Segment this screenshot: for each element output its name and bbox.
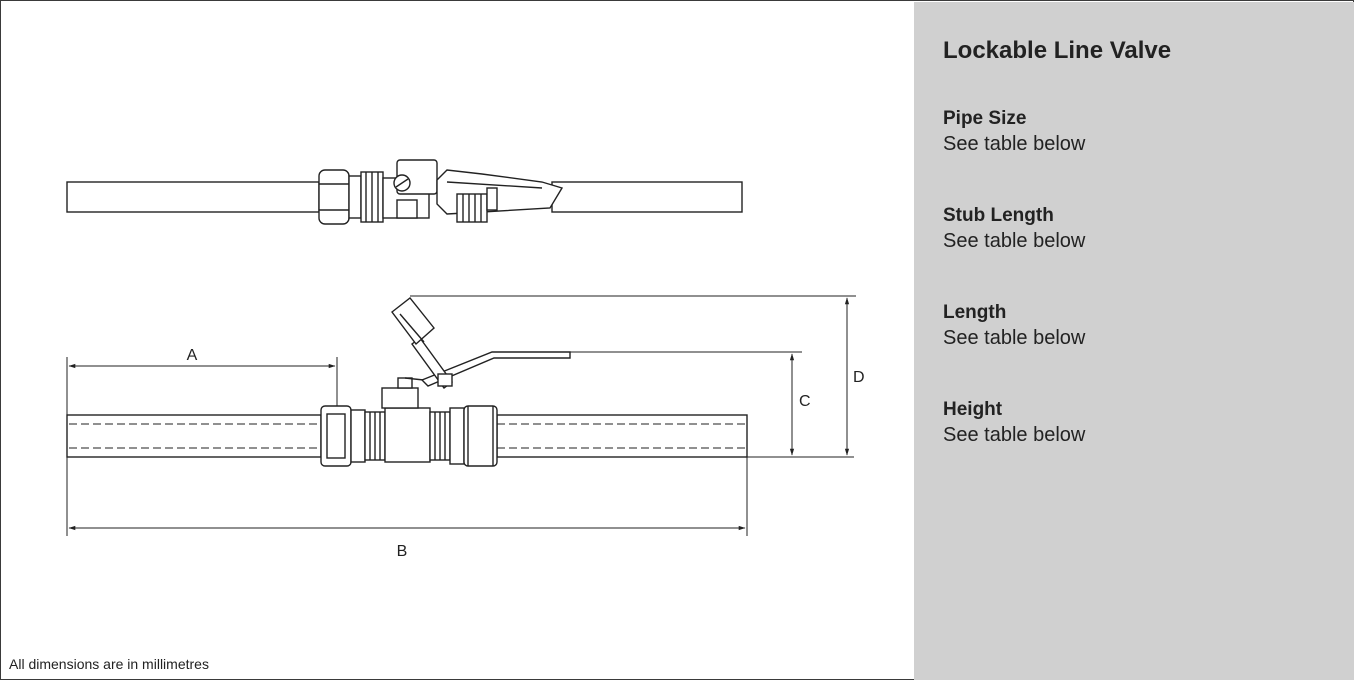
spec-value: See table below [943, 230, 1086, 252]
top-pipe-right [551, 181, 743, 213]
valve-drawing-svg: A B C D [66, 159, 865, 560]
side-pipe-right [496, 414, 748, 458]
spec-pipe-size: Pipe Size See table below [943, 107, 1085, 157]
dimension-label-d: D [853, 369, 865, 386]
side-pipe-left [66, 414, 322, 458]
dimensions [66, 295, 856, 536]
spec-label: Pipe Size [943, 108, 1027, 129]
spec-value: See table below [943, 424, 1086, 446]
spec-value: See table below [943, 327, 1086, 349]
side-right-nut [463, 405, 498, 467]
top-view [66, 159, 743, 225]
spec-length: Length See table below [943, 301, 1085, 351]
side-view [66, 297, 748, 467]
top-pipe-left [66, 181, 320, 213]
side-valve-body [384, 407, 431, 463]
technical-drawing: A B C D [2, 2, 914, 680]
spec-height: Height See table below [943, 398, 1085, 448]
side-lever-handle [420, 351, 571, 387]
product-title: Lockable Line Valve [943, 37, 1172, 64]
top-handle [436, 169, 564, 215]
units-footnote: All dimensions are in millimetres [9, 656, 209, 672]
top-compression-nut [318, 169, 350, 225]
spec-value: See table below [943, 133, 1086, 155]
spec-label: Stub Length [943, 205, 1054, 226]
dimension-label-a: A [187, 347, 198, 364]
spec-label: Length [943, 302, 1007, 323]
spec-label: Height [943, 399, 1003, 420]
spec-stub-length: Stub Length See table below [943, 204, 1085, 254]
side-lock-box [391, 297, 435, 346]
spec-sidebar: Lockable Line Valve Pipe Size See table … [914, 2, 1354, 680]
dimension-label-b: B [397, 543, 408, 560]
dimension-label-c: C [799, 393, 811, 410]
